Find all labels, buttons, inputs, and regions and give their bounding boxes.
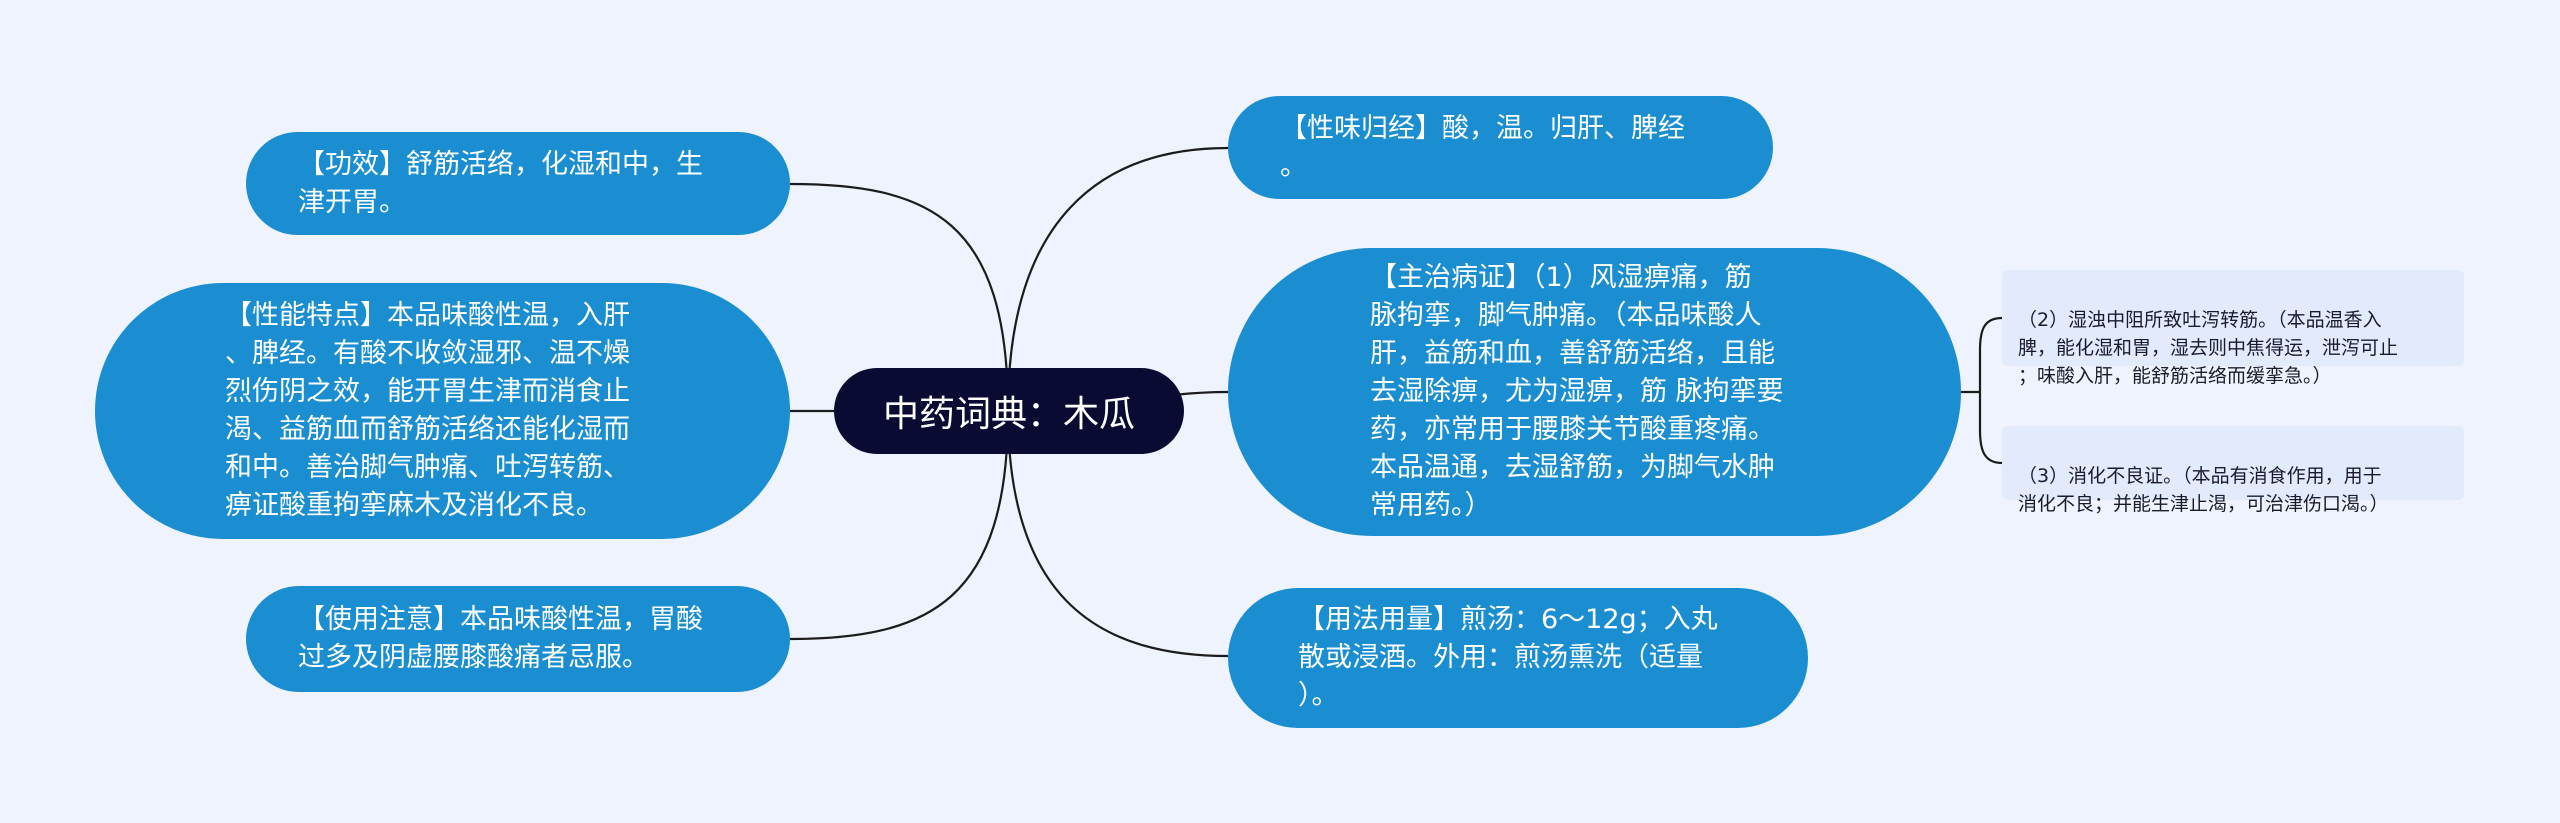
branch-yongfa-text: 【用法用量】煎汤：6～12g；入丸 散或浸酒。外用：煎汤熏洗（适量 ）。 bbox=[1298, 604, 1718, 711]
branch-zhuzhi[interactable]: 【主治病证】（1）风湿痹痛，筋 脉拘挛，脚气肿痛。（本品味酸人 肝，益筋和血，善… bbox=[1228, 248, 1961, 536]
branch-yongfa[interactable]: 【用法用量】煎汤：6～12g；入丸 散或浸酒。外用：煎汤熏洗（适量 ）。 bbox=[1228, 588, 1808, 728]
root-topic[interactable]: 中药词典：木瓜 bbox=[834, 368, 1184, 454]
leaf-zhuzhi-2[interactable]: （2）湿浊中阻所致吐泻转筋。（本品温香入 脾，能化湿和胃，湿去则中焦得运，泄泻可… bbox=[2002, 270, 2464, 387]
bracket-leaves bbox=[1978, 316, 2003, 465]
leaf-zhuzhi-2-text: （2）湿浊中阻所致吐泻转筋。（本品温香入 脾，能化湿和胃，湿去则中焦得运，泄泻可… bbox=[2018, 309, 2399, 387]
branch-xingwei-text: 【性味归经】酸，温。归肝、脾经 。 bbox=[1280, 112, 1685, 182]
connector-gongxiao bbox=[789, 182, 1010, 412]
branch-zhuyi[interactable]: 【使用注意】本品味酸性温，胃酸 过多及阴虚腰膝酸痛者忌服。 bbox=[246, 586, 790, 692]
leaf-zhuzhi-3[interactable]: （3）消化不良证。（本品有消食作用，用于 消化不良；并能生津止渴，可治津伤口渴。… bbox=[2002, 426, 2464, 515]
connector-yongfa bbox=[1006, 410, 1229, 658]
branch-xingneng[interactable]: 【性能特点】本品味酸性温，入肝 、脾经。有酸不收敛湿邪、温不燥 烈伤阴之效，能开… bbox=[95, 283, 790, 539]
branch-gongxiao[interactable]: 【功效】舒筋活络，化湿和中，生 津开胃。 bbox=[246, 132, 790, 235]
branch-gongxiao-text: 【功效】舒筋活络，化湿和中，生 津开胃。 bbox=[298, 148, 703, 218]
branch-zhuzhi-text: 【主治病证】（1）风湿痹痛，筋 脉拘挛，脚气肿痛。（本品味酸人 肝，益筋和血，善… bbox=[1370, 262, 1784, 521]
connector-zhuyi bbox=[789, 410, 1010, 641]
branch-zhuyi-text: 【使用注意】本品味酸性温，胃酸 过多及阴虚腰膝酸痛者忌服。 bbox=[298, 604, 703, 673]
branch-xingwei[interactable]: 【性味归经】酸，温。归肝、脾经 。 bbox=[1228, 96, 1773, 199]
branch-xingneng-text: 【性能特点】本品味酸性温，入肝 、脾经。有酸不收敛湿邪、温不燥 烈伤阴之效，能开… bbox=[225, 300, 630, 521]
root-topic-label: 中药词典：木瓜 bbox=[882, 394, 1135, 435]
connector-xingwei bbox=[1006, 146, 1229, 412]
leaf-zhuzhi-3-text: （3）消化不良证。（本品有消食作用，用于 消化不良；并能生津止渴，可治津伤口渴。… bbox=[2018, 465, 2389, 515]
